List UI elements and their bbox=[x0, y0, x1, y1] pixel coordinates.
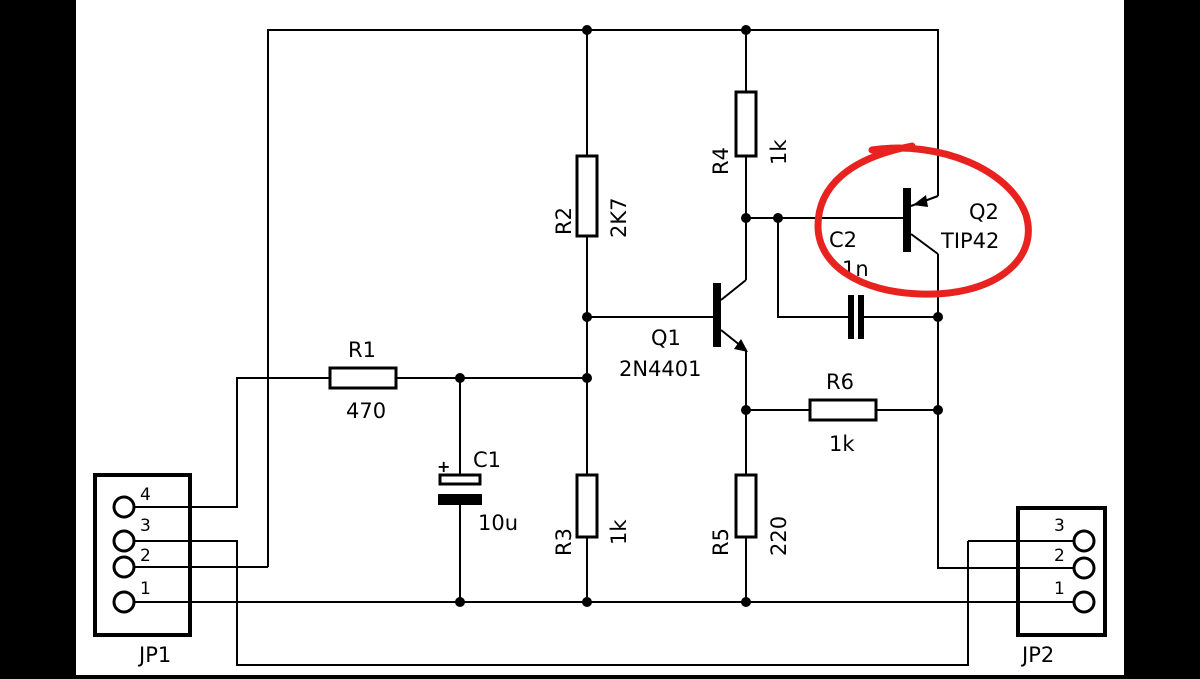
resistor-r5: R5 220 bbox=[709, 473, 791, 556]
junction-dot bbox=[741, 213, 751, 223]
junction-dot bbox=[933, 405, 943, 415]
r1-ref-label: R1 bbox=[348, 338, 376, 362]
schematic-canvas: R1 470 R2 2K7 R3 1k R4 1k R5 220 R6 1k +… bbox=[76, 0, 1124, 675]
c2-ref-label: C2 bbox=[829, 228, 857, 252]
c1-ref-label: C1 bbox=[473, 448, 501, 472]
transistor-q2: Q2 TIP42 bbox=[903, 188, 999, 255]
junction-dot bbox=[773, 213, 783, 223]
capacitor-c1: + C1 10u bbox=[437, 448, 518, 535]
wire-ground bbox=[190, 596, 1019, 603]
wire-right-rail bbox=[937, 254, 1018, 569]
resistor-r4: R4 1k bbox=[709, 90, 791, 175]
junction-dot bbox=[741, 597, 751, 607]
jp1-pin-label: 2 bbox=[140, 546, 151, 566]
connector-jp1: 4 3 2 1 JP1 bbox=[93, 473, 192, 667]
circuit-schematic: R1 470 R2 2K7 R3 1k R4 1k R5 220 R6 1k +… bbox=[93, 25, 1107, 667]
junctions bbox=[455, 25, 943, 607]
r5-value-label: 220 bbox=[767, 516, 791, 556]
r3-value-label: 1k bbox=[607, 519, 631, 545]
r4-value-label: 1k bbox=[767, 139, 791, 165]
wires bbox=[190, 29, 1019, 666]
junction-dot bbox=[741, 405, 751, 415]
r6-value-label: 1k bbox=[829, 432, 855, 456]
resistor-r1: R1 470 bbox=[328, 338, 398, 423]
resistor-r6: R6 1k bbox=[808, 370, 878, 456]
wire-top-rail bbox=[267, 29, 939, 567]
c1-polarity-label: + bbox=[437, 457, 450, 476]
r6-ref-label: R6 bbox=[826, 370, 854, 394]
junction-dot bbox=[741, 25, 751, 35]
jp2-pin-label: 2 bbox=[1054, 546, 1065, 566]
q1-value-label: 2N4401 bbox=[619, 357, 702, 381]
junction-dot bbox=[455, 597, 465, 607]
junction-dot bbox=[582, 312, 592, 322]
r5-ref-label: R5 bbox=[709, 528, 733, 556]
q2-highlight-circle bbox=[814, 142, 1032, 298]
jp2-pin-label: 1 bbox=[1054, 579, 1065, 599]
jp1-pin-label: 4 bbox=[140, 485, 151, 505]
wire-c2-left bbox=[777, 218, 848, 318]
resistor-r3: R3 1k bbox=[552, 473, 631, 556]
q2-emitter-arrow-icon bbox=[913, 195, 928, 207]
jp2-ref-label: JP2 bbox=[1020, 643, 1054, 667]
jp1-ref-label: JP1 bbox=[137, 643, 171, 667]
q2-ref-label: Q2 bbox=[969, 200, 999, 224]
r1-value-label: 470 bbox=[346, 399, 386, 423]
q1-ref-label: Q1 bbox=[651, 326, 681, 350]
resistor-r2: R2 2K7 bbox=[552, 154, 631, 239]
r2-ref-label: R2 bbox=[552, 207, 576, 235]
q1-emitter-arrow-icon bbox=[734, 339, 748, 352]
c1-value-label: 10u bbox=[478, 511, 518, 535]
junction-dot bbox=[582, 373, 592, 383]
r3-ref-label: R3 bbox=[552, 528, 576, 556]
r4-ref-label: R4 bbox=[709, 147, 733, 175]
junction-dot bbox=[933, 312, 943, 322]
wire-bottom-loop bbox=[190, 540, 969, 666]
jp1-pin-label: 3 bbox=[140, 516, 151, 536]
q2-value-label: TIP42 bbox=[940, 229, 999, 253]
transistor-q1: Q1 2N4401 bbox=[619, 279, 748, 381]
junction-dot bbox=[582, 25, 592, 35]
jp1-pin-label: 1 bbox=[140, 579, 151, 599]
r2-value-label: 2K7 bbox=[607, 198, 631, 239]
wire-jp1-pin4 bbox=[190, 377, 330, 508]
connector-jp2: 3 2 1 JP2 bbox=[1016, 506, 1107, 667]
junction-dot bbox=[455, 373, 465, 383]
junction-dot bbox=[582, 597, 592, 607]
jp2-pin-label: 3 bbox=[1054, 516, 1065, 536]
